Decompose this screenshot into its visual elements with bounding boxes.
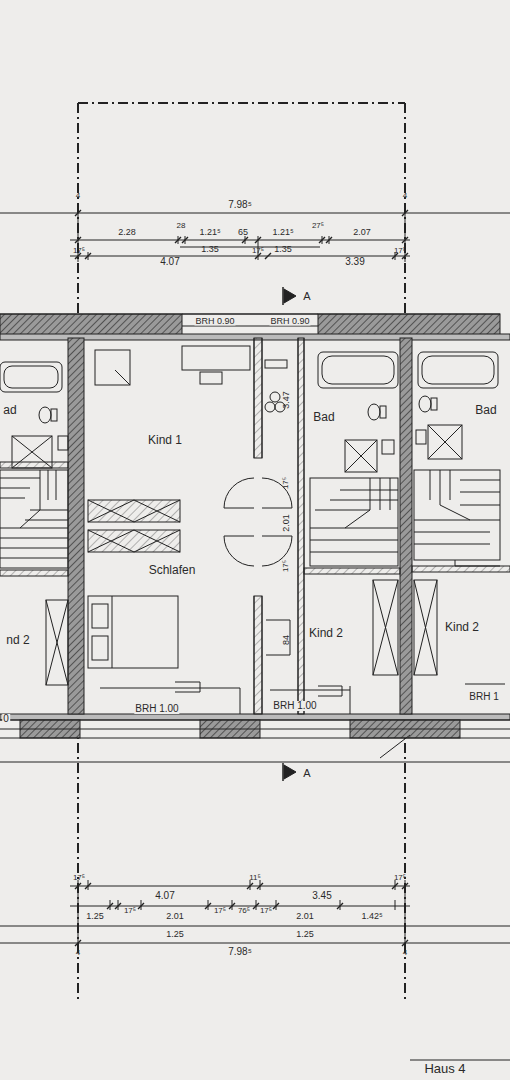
dimension-label: 4: [75, 949, 81, 957]
dimension-label: 17⁵: [393, 247, 407, 255]
dimension-label: Kind 2: [308, 627, 344, 639]
dimension-label: BRH 1.00: [134, 704, 179, 714]
dimension-label: 7.98⁵: [227, 947, 253, 957]
dimension-label: 2.01: [282, 513, 291, 533]
dimension-label: 17⁵: [213, 907, 227, 915]
dimension-label: 1.21⁵: [198, 228, 221, 237]
dimension-label: 2.28: [117, 228, 137, 237]
dimension-label: Bad: [312, 411, 335, 423]
dimension-label: 4: [402, 192, 408, 200]
dimension-label: 17⁵: [259, 907, 273, 915]
dimension-label: BRH 1: [468, 692, 499, 702]
dimension-label: 65: [237, 228, 249, 237]
dimension-label: 28: [176, 222, 187, 230]
dimension-label: 1.35: [273, 245, 293, 254]
dimension-label: 17⁵: [72, 874, 86, 882]
dimension-label: A: [302, 768, 311, 779]
dimension-label: 11⁵: [248, 874, 262, 882]
dimension-label: ad: [2, 404, 17, 416]
dimension-label: 17⁵: [251, 247, 265, 255]
dimension-label: BRH 1.00: [272, 701, 317, 711]
dimension-label: 1.35: [200, 245, 220, 254]
dimension-label: 1.25: [165, 930, 185, 939]
dimension-label: 4: [75, 192, 81, 200]
dimension-label: 17⁵: [282, 559, 290, 573]
dimension-label: 1.25: [85, 912, 105, 921]
dimension-label: 4: [402, 949, 408, 957]
dimension-label: 2.07: [352, 228, 372, 237]
dimension-label: 2.01: [295, 912, 315, 921]
dimension-label: 17⁵: [393, 874, 407, 882]
dimension-label: Bad: [474, 404, 497, 416]
dimension-label: BRH 0.90: [194, 317, 235, 326]
dimension-label: 7.98⁵: [227, 200, 253, 210]
dimension-label: A: [302, 291, 311, 302]
dimension-label: 4.07: [159, 257, 180, 267]
dimension-label: 3.45: [311, 891, 332, 901]
dimension-label: 76⁵: [237, 907, 251, 915]
dimension-label: Haus 4: [423, 1062, 466, 1075]
dimension-label: 1.42⁵: [360, 912, 383, 921]
dimension-label: 4.07: [154, 891, 175, 901]
dimension-label: 84: [282, 634, 291, 646]
dimension-label: 0: [2, 714, 10, 724]
dimension-label: 3.47: [282, 390, 291, 410]
dimension-label: 17⁵: [72, 247, 86, 255]
dimension-label: 17⁵: [123, 907, 137, 915]
dimension-label: 2.01: [165, 912, 185, 921]
dimension-label: 3.39: [344, 257, 365, 267]
dimension-label: 17⁵: [282, 476, 290, 490]
dimension-label: Schlafen: [148, 564, 197, 576]
dimension-label: Kind 1: [147, 434, 183, 446]
dimension-label: BRH 0.90: [269, 317, 310, 326]
dimension-label: 1.21⁵: [271, 228, 294, 237]
dimension-label: Kind 2: [444, 621, 480, 633]
dimension-label: nd 2: [5, 634, 30, 646]
dimension-label: 27⁵: [311, 222, 325, 230]
dimension-label: 1.25: [295, 930, 315, 939]
